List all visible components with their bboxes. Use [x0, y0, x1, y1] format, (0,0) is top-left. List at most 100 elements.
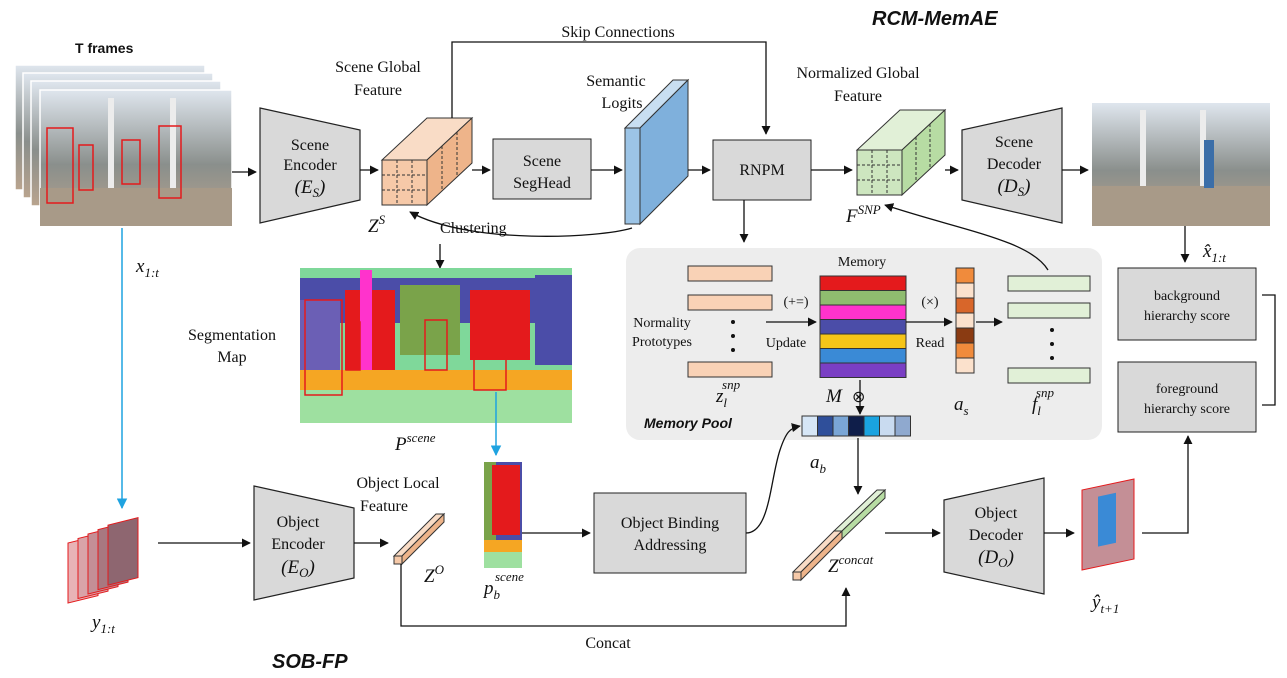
memory-row — [819, 333, 907, 349]
object-binding-label-1: Object Binding — [621, 515, 719, 532]
object-frames-stack — [67, 516, 139, 604]
ab-cell — [894, 415, 911, 437]
ab-cell — [848, 415, 865, 437]
scene-encoder-label-1: Scene — [291, 137, 329, 154]
z-snp-symbol: zlsnp — [715, 377, 741, 410]
as-cell — [955, 342, 975, 359]
sub-title: SOB-FP — [272, 651, 348, 673]
update-op: (+=) — [783, 295, 808, 310]
segmentation-map-image — [300, 268, 572, 423]
object-decoder-symbol: (DO) — [978, 547, 1014, 570]
scene-decoder-label-2: Decoder — [987, 156, 1042, 173]
skip-connections-label: Skip Connections — [561, 24, 674, 41]
object-encoder-symbol: (EO) — [281, 557, 315, 580]
read-label: Read — [916, 336, 945, 351]
object-decoder-label-2: Decoder — [969, 527, 1024, 544]
memory-matrix — [819, 275, 907, 378]
object-encoder-label-1: Object — [277, 514, 320, 531]
f-snp-features — [1007, 275, 1091, 384]
object-local-feature-bar — [392, 512, 446, 566]
reconstructed-frame — [1092, 103, 1270, 226]
clustering-label: Clustering — [440, 220, 507, 237]
scene-encoder-block — [259, 107, 361, 224]
as-cell — [955, 357, 975, 374]
ab-cell — [832, 415, 849, 437]
memory-row — [819, 304, 907, 320]
memory-row — [819, 290, 907, 306]
as-cell — [955, 282, 975, 299]
as-symbol: as — [954, 394, 969, 418]
background-score-label-2: hierarchy score — [1144, 309, 1230, 324]
ab-cell — [879, 415, 896, 437]
pscene-symbol: Pscene — [394, 430, 436, 455]
memory-row — [819, 319, 907, 335]
main-title: RCM-MemAE — [872, 8, 998, 30]
scene-global-feature-label-2: Feature — [354, 82, 402, 99]
zs-symbol: ZS — [368, 212, 386, 237]
memory-row — [819, 348, 907, 364]
scene-decoder-symbol: (DS) — [998, 176, 1031, 199]
concat-label: Concat — [585, 635, 631, 652]
memory-pool-title: Memory Pool — [644, 415, 733, 431]
ab-symbol: ab — [810, 452, 827, 476]
ab-cell — [863, 415, 880, 437]
memory-row — [819, 362, 907, 378]
scene-decoder-label-1: Scene — [995, 134, 1033, 151]
scene-encoder-symbol: (ES) — [295, 177, 326, 200]
otimes-symbol: ⊗ — [852, 389, 865, 406]
as-vector — [955, 267, 975, 374]
foreground-score-block — [1117, 361, 1257, 433]
f-snp-symbol: flsnp — [1032, 385, 1054, 418]
semantic-logits-slab — [623, 78, 690, 226]
object-decoder-label-1: Object — [975, 505, 1018, 522]
object-binding-label-2: Addressing — [634, 537, 707, 554]
as-cell — [955, 327, 975, 344]
scene-global-feature-cube — [380, 116, 474, 207]
as-cell — [955, 267, 975, 284]
scene-decoder-block — [961, 107, 1063, 224]
scene-seghead-block — [492, 138, 592, 200]
x-input-symbol: x1:t — [135, 256, 159, 280]
object-decoder-block — [943, 477, 1045, 595]
score-bracket — [1262, 294, 1276, 406]
as-cell — [955, 312, 975, 329]
ab-cell — [801, 415, 818, 437]
normality-label-1: Normality — [633, 316, 691, 331]
ab-vector — [801, 415, 911, 437]
y-input-symbol: y1:t — [90, 612, 115, 636]
input-frames-stack — [14, 64, 233, 227]
object-binding-block — [593, 492, 747, 574]
normalized-feature-label-1: Normalized Global — [796, 65, 920, 82]
predicted-object-frame — [1081, 478, 1135, 571]
normality-label-2: Prototypes — [632, 335, 692, 350]
scene-encoder-label-2: Encoder — [283, 157, 337, 174]
pb-scene-symbol: pbscene — [482, 569, 524, 602]
segmentation-map-label-1: Segmentation — [188, 327, 276, 344]
m-symbol: M — [825, 386, 843, 407]
x-hat-symbol: x̂1:t — [1202, 241, 1226, 265]
zo-symbol: ZO — [424, 562, 445, 587]
foreground-score-label-2: hierarchy score — [1144, 402, 1230, 417]
rnpm-block — [712, 139, 812, 201]
memory-label: Memory — [838, 255, 886, 270]
scene-seghead-label-1: Scene — [523, 153, 561, 170]
read-op: (×) — [921, 295, 939, 310]
object-encoder-block — [253, 485, 355, 601]
pb-scene-crop — [484, 462, 522, 568]
scene-global-feature-label-1: Scene Global — [335, 59, 421, 76]
memory-row — [819, 275, 907, 291]
segmentation-map-label-2: Map — [217, 349, 246, 366]
as-cell — [955, 297, 975, 314]
object-local-feature-label-1: Object Local — [356, 475, 440, 492]
z-concat-bar — [791, 488, 887, 582]
update-label: Update — [766, 336, 806, 351]
t-frames-label: T frames — [75, 40, 134, 56]
normalized-feature-label-2: Feature — [834, 88, 882, 105]
rnpm-label: RNPM — [739, 162, 784, 179]
object-encoder-label-2: Encoder — [271, 536, 325, 553]
background-score-label-1: background — [1154, 289, 1220, 304]
foreground-score-label-1: foreground — [1156, 382, 1218, 397]
z-concat-symbol: Zconcat — [828, 552, 874, 577]
